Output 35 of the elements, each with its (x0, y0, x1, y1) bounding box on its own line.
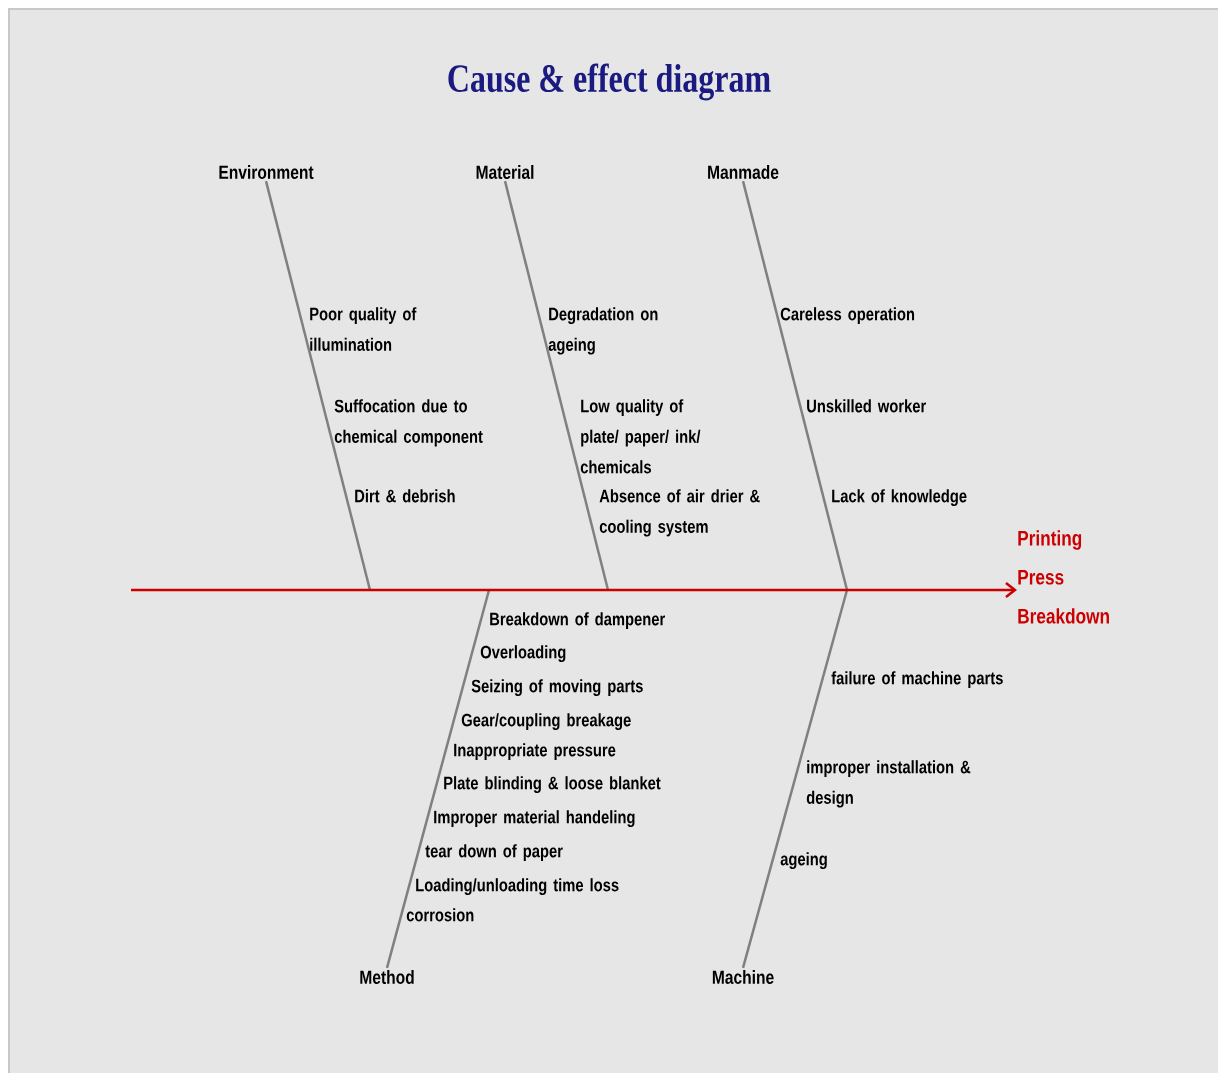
category-label: Machine (712, 970, 774, 984)
cause-label: Degradation on ageing (548, 307, 658, 355)
cause-label: Seizing of moving parts (471, 679, 643, 697)
cause-label: corrosion (406, 908, 474, 922)
cause-label: Overloading (480, 645, 566, 663)
cause-label: Careless operation (780, 307, 915, 324)
cause-label: improper installation & design (806, 760, 971, 808)
cause-label: Suffocation due to chemical component (334, 399, 483, 447)
cause-label: Unskilled worker (807, 399, 926, 413)
bone-line (264, 180, 372, 591)
cause-label: Lack of knowledge (832, 489, 967, 507)
cause-label: Inappropriate pressure (454, 743, 616, 760)
cause-label: tear down of paper (425, 844, 563, 861)
cause-label: ageing (780, 852, 827, 870)
cause-label: Absence of air drier & cooling system (599, 489, 760, 537)
cause-label: Plate blinding & loose blanket (444, 776, 661, 794)
bone-line (385, 589, 491, 969)
cause-label: Improper material handeling (434, 810, 635, 828)
cause-label: Gear/coupling breakage (461, 713, 631, 731)
category-label: Method (360, 970, 414, 984)
bone-line (503, 180, 610, 591)
category-label: Manmade (708, 165, 779, 179)
bone-line (741, 589, 849, 969)
cause-label: Low quality of plate/ paper/ ink/ chemicals (580, 399, 701, 474)
category-label: Environment (219, 165, 314, 179)
cause-label: Dirt & debrish (355, 489, 455, 503)
cause-label: Loading/unloading time loss (416, 878, 619, 896)
effect-label: Printing Press Breakdown (1018, 530, 1109, 624)
cause-label: Breakdown of dampener (490, 612, 665, 629)
bone-line (741, 180, 849, 591)
spine-arrow (131, 582, 1017, 598)
title: Cause & effect diagram (448, 63, 771, 101)
category-label: Material (476, 165, 534, 179)
cause-label: Poor quality of illumination (310, 307, 417, 351)
cause-label: failure of machine parts (831, 671, 1003, 688)
